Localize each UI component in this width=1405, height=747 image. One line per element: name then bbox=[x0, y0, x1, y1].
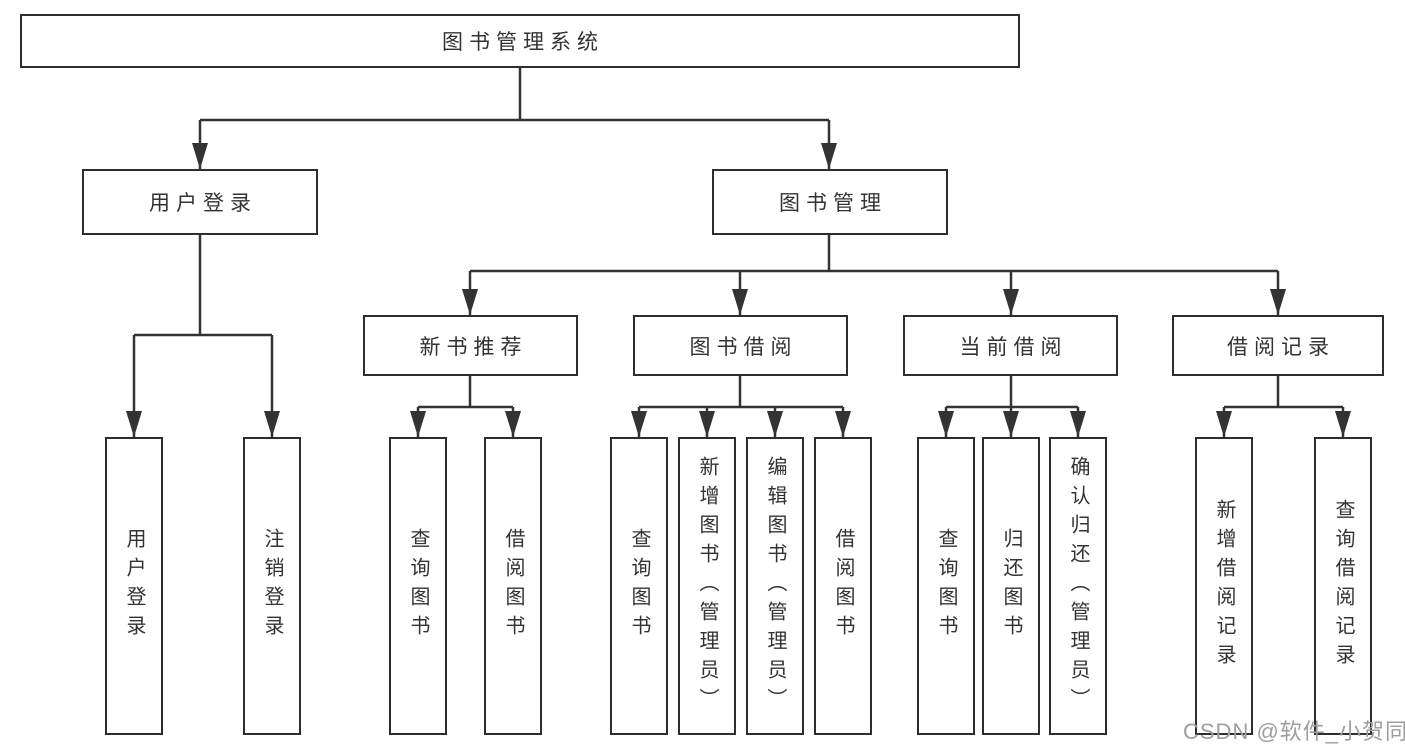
node-book-borrowing: 图书借阅 bbox=[633, 315, 848, 376]
leaf-cb-confirm-return-admin: 确认归还（管理员） bbox=[1049, 437, 1107, 735]
node-label: 借阅图书 bbox=[832, 528, 854, 644]
leaf-cb-query-books: 查询图书 bbox=[917, 437, 975, 735]
leaf-bb-query-books: 查询图书 bbox=[610, 437, 668, 735]
connector-newbook-to-leaves bbox=[416, 376, 515, 437]
node-label: 新书推荐 bbox=[419, 335, 528, 359]
leaf-cb-return-books: 归还图书 bbox=[982, 437, 1040, 735]
leaf-nb-query-books: 查询图书 bbox=[389, 437, 447, 735]
connector-bookmgmt-to-level3 bbox=[468, 235, 1280, 315]
connector-bookborrow-to-leaves bbox=[637, 376, 845, 437]
node-label: 归还图书 bbox=[1000, 528, 1022, 644]
node-label: 确认归还（管理员） bbox=[1067, 455, 1089, 717]
node-label: 图书借阅 bbox=[689, 335, 798, 359]
node-label: 图书管理系统 bbox=[442, 31, 604, 54]
node-label: 查询图书 bbox=[628, 528, 650, 644]
node-label: 查询图书 bbox=[935, 528, 957, 644]
node-book-management: 图书管理 bbox=[712, 169, 948, 235]
node-label: 新增借阅记录 bbox=[1213, 499, 1235, 673]
csdn-watermark: CSDN @软件_小贺同学 bbox=[1183, 719, 1405, 744]
leaf-br-add-record: 新增借阅记录 bbox=[1195, 437, 1253, 735]
node-user-login: 用户登录 bbox=[82, 169, 318, 235]
node-label: 注销登录 bbox=[261, 528, 283, 644]
leaf-user-login: 用户登录 bbox=[105, 437, 163, 735]
leaf-logout: 注销登录 bbox=[243, 437, 301, 735]
leaf-nb-borrow-books: 借阅图书 bbox=[484, 437, 542, 735]
leaf-bb-borrow-books: 借阅图书 bbox=[814, 437, 872, 735]
node-label: 用户登录 bbox=[123, 528, 145, 644]
node-label: 用户登录 bbox=[149, 192, 257, 215]
node-label: 编辑图书（管理员） bbox=[764, 455, 786, 717]
node-label: 借阅记录 bbox=[1227, 335, 1335, 359]
arrowheads bbox=[126, 143, 1351, 437]
node-label: 新增图书（管理员） bbox=[696, 455, 718, 717]
leaf-bb-add-books-admin: 新增图书（管理员） bbox=[678, 437, 736, 735]
node-label: 当前借阅 bbox=[959, 335, 1068, 359]
node-label: 图书管理 bbox=[779, 192, 887, 215]
node-label: 查询图书 bbox=[407, 528, 429, 644]
node-borrowing-records: 借阅记录 bbox=[1172, 315, 1384, 376]
leaf-bb-edit-books-admin: 编辑图书（管理员） bbox=[746, 437, 804, 735]
node-current-borrowing: 当前借阅 bbox=[903, 315, 1118, 376]
connector-records-to-leaves bbox=[1222, 376, 1345, 437]
node-library-management-system: 图书管理系统 bbox=[20, 14, 1020, 68]
node-label: 查询借阅记录 bbox=[1332, 499, 1354, 673]
node-label: 借阅图书 bbox=[502, 528, 524, 644]
connector-root-to-level2 bbox=[198, 68, 831, 169]
connector-userlogin-to-leaves bbox=[132, 235, 274, 437]
leaf-br-query-record: 查询借阅记录 bbox=[1314, 437, 1372, 735]
node-new-book-recommend: 新书推荐 bbox=[363, 315, 578, 376]
